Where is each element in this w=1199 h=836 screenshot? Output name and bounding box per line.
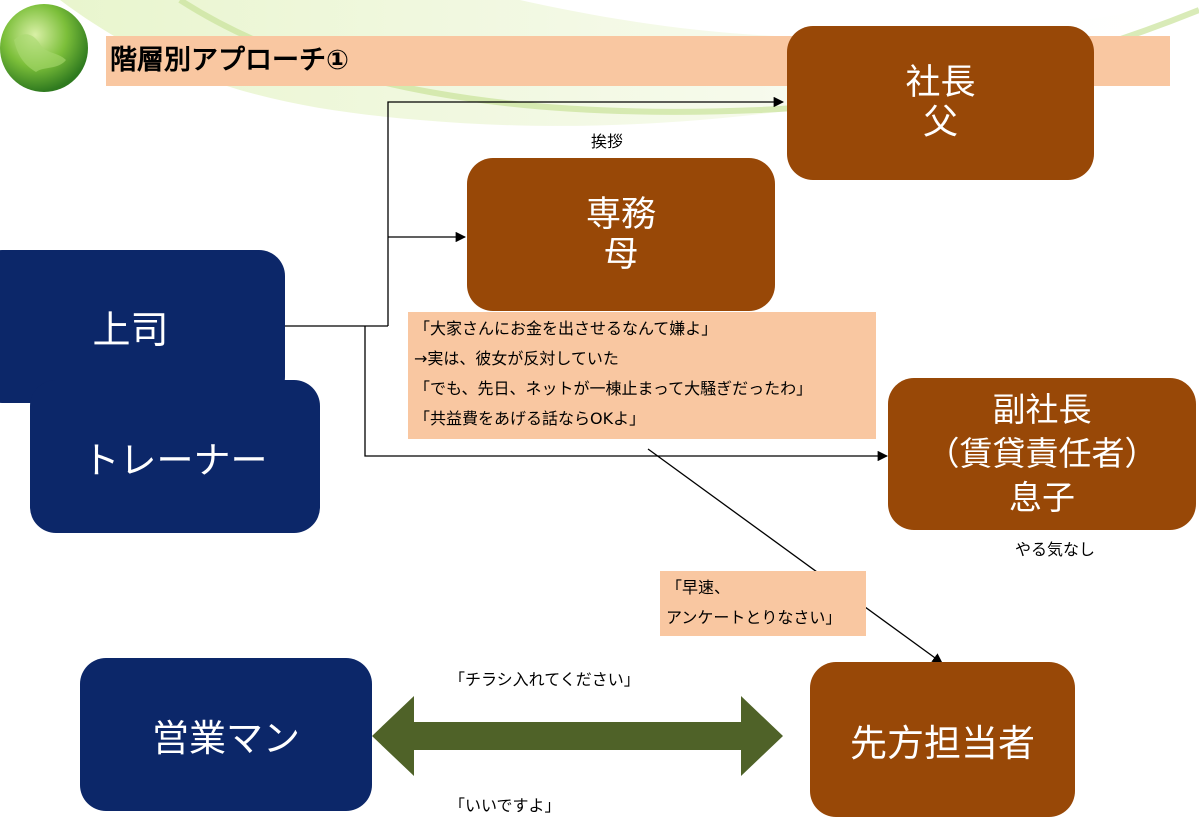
- callout-survey-order: 「早速、 アンケートとりなさい」: [660, 571, 866, 636]
- page-title: 階層別アプローチ①: [110, 45, 349, 76]
- connector-to-vice-president: [364, 326, 889, 462]
- connector-to-president: [387, 96, 785, 326]
- connector-to-counterpart: [647, 448, 943, 664]
- label-no-motivation: やる気なし: [1015, 540, 1096, 559]
- node-boss: 上司: [0, 250, 285, 403]
- node-trainer: トレーナー: [30, 380, 320, 533]
- node-managing-director: 専務 母: [467, 158, 775, 311]
- label-greeting: 挨拶: [591, 132, 624, 151]
- node-vice-president: 副社長 （賃貸責任者） 息子: [888, 378, 1196, 530]
- node-counterpart: 先方担当者: [810, 662, 1075, 817]
- double-arrow: [372, 696, 783, 776]
- label-flyer-request: 「チラシ入れてください」: [449, 670, 640, 689]
- node-president: 社長 父: [787, 26, 1094, 180]
- callout-mother-quote: 「大家さんにお金を出させるなんて嫌よ」 →実は、彼女が反対していた 「でも、先日…: [408, 312, 876, 439]
- label-ok-reply: 「いいですよ」: [449, 796, 561, 815]
- node-salesman: 営業マン: [80, 658, 372, 811]
